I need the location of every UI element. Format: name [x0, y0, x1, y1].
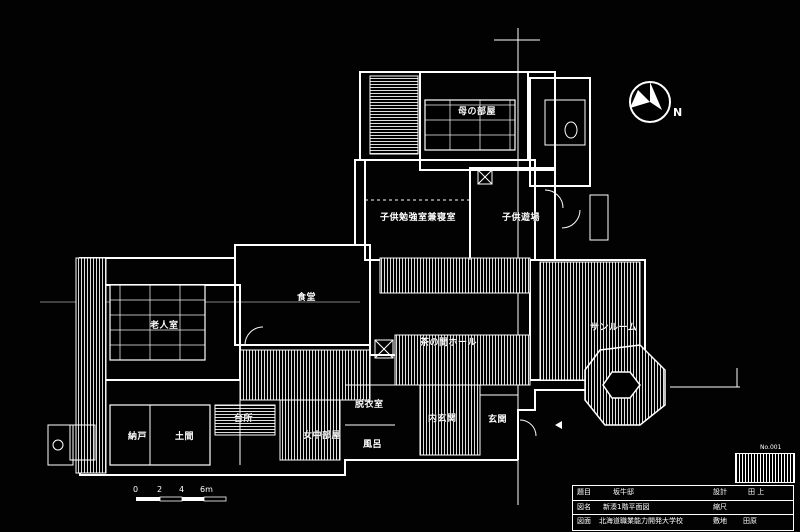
scale-bar [136, 496, 227, 502]
hatched-floors [75, 75, 641, 474]
room-dining: 食堂 [297, 293, 317, 303]
tatami-rooms [109, 99, 516, 466]
title-row-2: 図名 新湊1階平面図 縮尺 [573, 500, 793, 515]
north-label: N [673, 106, 683, 119]
tb-label: 設計 [713, 488, 727, 496]
tb-value: 田原 [743, 517, 757, 525]
octagon-bay [584, 344, 666, 426]
room-elder: 老人室 [150, 321, 179, 331]
partitions [47, 99, 609, 466]
scale-tick: 6m [200, 485, 213, 494]
room-doma: 土間 [175, 432, 195, 442]
title-row-3: 図面 北海道職業能力開発大学校 敷地 田原 [573, 514, 793, 529]
scale-tick: 4 [179, 485, 185, 494]
room-kitchen: 台所 [234, 414, 254, 424]
tb-label: 題目 [577, 488, 591, 496]
room-bath: 風呂 [363, 440, 383, 450]
tb-value: 田 上 [748, 488, 765, 496]
entry-marker-icon [555, 421, 562, 429]
barcode-stamp [735, 453, 795, 483]
tb-value: 新湊1階平面図 [603, 503, 650, 511]
tb-label: 縮尺 [713, 503, 727, 511]
room-entry: 内玄関 [428, 414, 457, 424]
room-dressing: 脱衣室 [355, 400, 384, 410]
room-child-play: 子供遊場 [502, 213, 541, 223]
title-block: 題目 坂牛邸 設計 田 上 図名 新湊1階平面図 縮尺 図面 北海道職業能力開発… [572, 485, 794, 531]
scale-tick: 2 [157, 485, 163, 494]
tb-label: 図面 [577, 517, 591, 525]
stamp-text: No.001 [760, 444, 782, 451]
tb-value: 北海道職業能力開発大学校 [599, 517, 683, 525]
room-genkan: 玄関 [488, 415, 508, 425]
room-mother: 母の部屋 [458, 107, 497, 117]
room-maid: 女中部屋 [303, 431, 342, 441]
scale-tick: 0 [133, 485, 139, 494]
tb-label: 図名 [577, 503, 591, 511]
tb-value: 坂牛邸 [613, 488, 634, 496]
tb-label: 敷地 [713, 517, 727, 525]
title-row-1: 題目 坂牛邸 設計 田 上 [573, 486, 793, 500]
room-sunroom: サンルーム [590, 323, 638, 333]
room-hall: 茶の間ホール [420, 338, 478, 348]
north-arrow-icon [629, 81, 671, 123]
room-child-study: 子供勉強室兼寝室 [380, 213, 457, 223]
room-storage: 納戸 [128, 432, 148, 442]
